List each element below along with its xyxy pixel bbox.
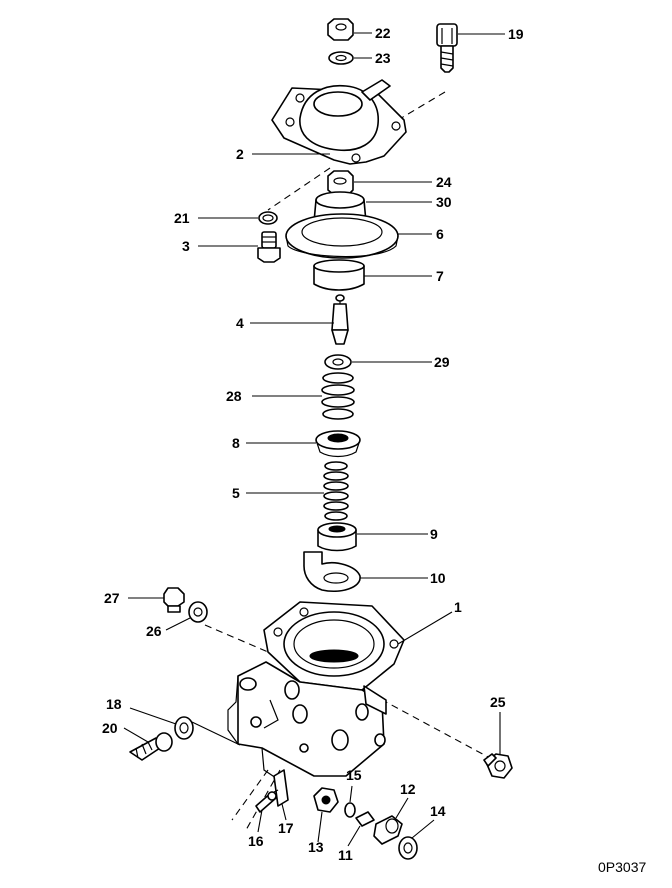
part-2-cover bbox=[271, 79, 407, 165]
callout-2: 2 bbox=[236, 146, 244, 162]
part-15-ring bbox=[344, 802, 356, 818]
callout-21: 21 bbox=[174, 210, 190, 226]
part-13-nut bbox=[313, 787, 339, 813]
callout-18: 18 bbox=[106, 696, 122, 712]
callout-19: 19 bbox=[508, 26, 524, 42]
part-18-washer bbox=[174, 716, 194, 740]
callout-4: 4 bbox=[236, 315, 244, 331]
callout-27: 27 bbox=[104, 590, 120, 606]
callout-20: 20 bbox=[102, 720, 118, 736]
callout-8: 8 bbox=[232, 435, 240, 451]
part-26-washer bbox=[188, 601, 208, 623]
part-20-bolt bbox=[129, 732, 173, 761]
callout-24: 24 bbox=[436, 174, 452, 190]
callout-6: 6 bbox=[436, 226, 444, 242]
part-1-body bbox=[227, 601, 405, 779]
callout-26: 26 bbox=[146, 623, 162, 639]
callout-3: 3 bbox=[182, 238, 190, 254]
callout-16: 16 bbox=[248, 833, 264, 849]
part-27-plug bbox=[163, 587, 185, 613]
callout-5: 5 bbox=[232, 485, 240, 501]
part-24-nut bbox=[327, 170, 354, 196]
callout-14: 14 bbox=[430, 803, 446, 819]
part-4-valve bbox=[331, 294, 349, 345]
callout-28: 28 bbox=[226, 388, 242, 404]
part-3-plug bbox=[257, 231, 281, 263]
callout-17: 17 bbox=[278, 820, 294, 836]
part-16-pin bbox=[255, 791, 277, 813]
part-8-retainer bbox=[315, 430, 361, 458]
drawing-code: 0P3037 bbox=[598, 859, 646, 875]
part-12-sleeve bbox=[373, 815, 403, 845]
callout-15: 15 bbox=[346, 767, 362, 783]
part-28-spring bbox=[321, 372, 355, 420]
part-5-spring bbox=[323, 461, 349, 521]
part-14-washer bbox=[398, 836, 418, 860]
part-6-flange bbox=[285, 213, 399, 259]
callout-10: 10 bbox=[430, 570, 446, 586]
callout-22: 22 bbox=[375, 25, 391, 41]
leader-lines bbox=[123, 32, 505, 847]
part-23-washer bbox=[328, 51, 354, 65]
part-22-nut bbox=[327, 18, 354, 41]
part-7-piston bbox=[313, 259, 365, 291]
callout-1: 1 bbox=[454, 599, 462, 615]
callout-30: 30 bbox=[436, 194, 452, 210]
part-29-washer bbox=[324, 354, 352, 370]
callout-labels: 22 23 19 2 24 30 21 6 3 7 4 29 28 8 5 9 … bbox=[102, 25, 524, 863]
part-11-pin bbox=[355, 811, 375, 827]
part-25-plug bbox=[483, 753, 513, 779]
part-21-o-ring bbox=[258, 211, 278, 225]
callout-23: 23 bbox=[375, 50, 391, 66]
callout-11: 11 bbox=[338, 847, 353, 863]
callout-25: 25 bbox=[490, 694, 506, 710]
callout-7: 7 bbox=[436, 268, 444, 284]
part-19-cap-screw bbox=[436, 23, 458, 73]
callout-13: 13 bbox=[308, 839, 324, 855]
callout-9: 9 bbox=[430, 526, 438, 542]
part-9-collar bbox=[317, 522, 357, 552]
callout-12: 12 bbox=[400, 781, 416, 797]
part-10-plate bbox=[303, 551, 361, 592]
callout-29: 29 bbox=[434, 354, 450, 370]
